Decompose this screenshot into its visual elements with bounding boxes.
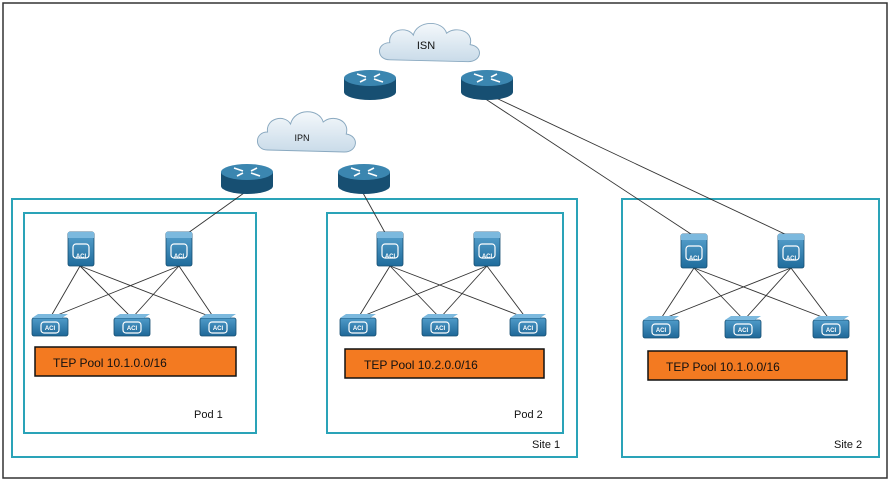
pod1-leaf1-icon	[31, 313, 69, 337]
aci-label: ACI	[786, 256, 797, 262]
links	[49, 97, 831, 321]
site2-leaf1-icon	[642, 315, 680, 339]
aci-label: ACI	[523, 326, 534, 332]
site2-label: Site 2	[834, 439, 862, 451]
pod2-leaf3-icon	[509, 313, 547, 337]
pod1-tep-pool: TEP Pool 10.1.0.0/16	[34, 346, 237, 377]
aci-label: ACI	[174, 254, 185, 260]
pod1-tep-text: TEP Pool 10.1.0.0/16	[53, 356, 167, 370]
aci-labels: ACI ACI ACI ACI ACI ACI ACI ACI ACI ACI …	[45, 254, 837, 334]
isn-label: ISN	[417, 40, 435, 52]
pod1-frame	[23, 212, 257, 434]
pod1-spine1-icon	[67, 231, 95, 267]
aci-label: ACI	[435, 326, 446, 332]
aci-label: ACI	[738, 328, 749, 334]
aci-label: ACI	[45, 326, 56, 332]
pod2-frame	[326, 212, 564, 434]
aci-label: ACI	[656, 328, 667, 334]
site2-spine1-icon	[680, 233, 708, 269]
site2-leaf2-icon	[724, 315, 762, 339]
pod2-tep-text: TEP Pool 10.2.0.0/16	[364, 358, 478, 372]
site1-label: Site 1	[532, 439, 560, 451]
pod2-tep-pool: TEP Pool 10.2.0.0/16	[344, 348, 545, 379]
pod1-leaf2-icon	[113, 313, 151, 337]
isn-router-left-icon	[343, 69, 397, 101]
aci-label: ACI	[213, 326, 224, 332]
ipn-cloud: IPN	[256, 111, 356, 153]
site2-tep-pool: TEP Pool 10.1.0.0/16	[647, 350, 848, 381]
ipn-label: IPN	[294, 133, 309, 143]
pod1-label: Pod 1	[194, 409, 223, 421]
site2-tep-text: TEP Pool 10.1.0.0/16	[666, 360, 780, 374]
aci-label: ACI	[353, 326, 364, 332]
aci-label: ACI	[689, 256, 700, 262]
aci-label: ACI	[127, 326, 138, 332]
isn-router-right-icon	[460, 69, 514, 101]
link-isn-site2-spine1	[483, 97, 695, 237]
pod2-label: Pod 2	[514, 409, 543, 421]
site2-frame	[621, 198, 880, 458]
pod2-leaf1-icon	[339, 313, 377, 337]
site2-leaf3-icon	[812, 315, 850, 339]
ipn-router-left-icon	[220, 163, 274, 195]
link-isn-site2-spine2	[495, 97, 790, 237]
aci-label: ACI	[482, 254, 493, 260]
aci-label: ACI	[826, 328, 837, 334]
isn-cloud: ISN	[378, 22, 480, 63]
link-ipn-pod2-spine1	[362, 192, 389, 239]
pod1-spine2-icon	[165, 231, 193, 267]
pod2-leaf2-icon	[421, 313, 459, 337]
link-ipn-pod1-spine2	[180, 192, 245, 239]
pod2-spine2-icon	[473, 231, 501, 267]
ipn-router-right-icon	[337, 163, 391, 195]
site1-frame	[11, 198, 578, 458]
pod1-leaf3-icon	[199, 313, 237, 337]
aci-label: ACI	[385, 254, 396, 260]
pod2-spine1-icon	[376, 231, 404, 267]
site2-spine2-icon	[777, 233, 805, 269]
aci-label: ACI	[76, 254, 87, 260]
